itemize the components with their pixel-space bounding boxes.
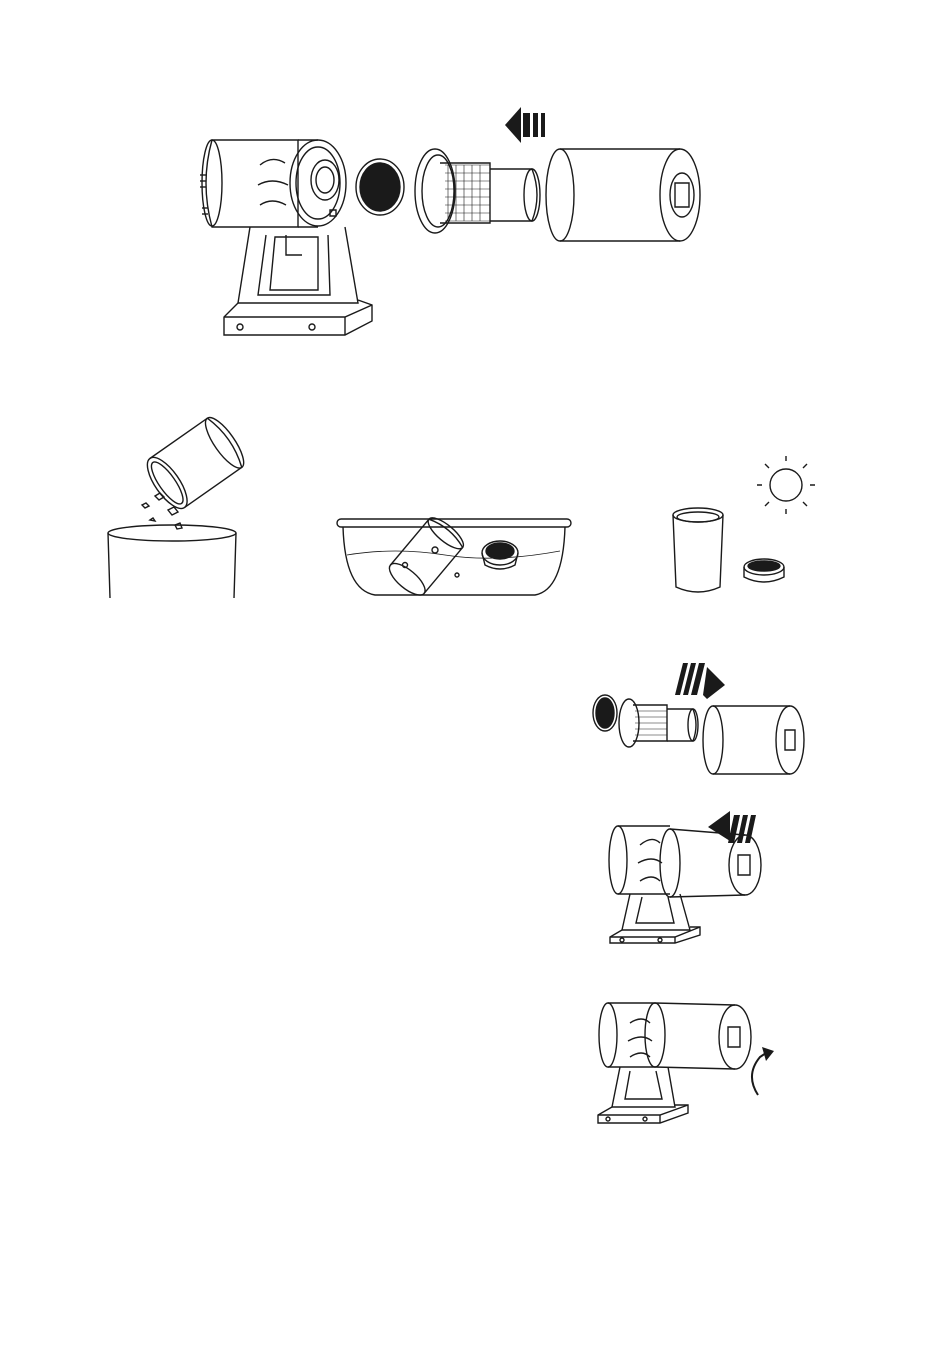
mesh-filter bbox=[415, 149, 540, 233]
dry-figure bbox=[660, 455, 820, 600]
sun-icon bbox=[757, 456, 815, 514]
rotate-arrow-icon bbox=[752, 1047, 774, 1095]
submerged-filter bbox=[482, 541, 518, 569]
dust-particles bbox=[142, 493, 182, 529]
drying-filter bbox=[744, 559, 784, 582]
lock-bin-figure bbox=[590, 995, 790, 1140]
pre-filter bbox=[356, 159, 404, 215]
empty-bin-figure bbox=[100, 400, 260, 600]
attach-bin-figure bbox=[600, 805, 780, 965]
arrow-left-icon bbox=[505, 107, 545, 143]
arrow-right-icon bbox=[675, 663, 725, 699]
submerged-bin bbox=[385, 513, 468, 600]
dust-bin bbox=[546, 149, 700, 241]
reassemble-parts-figure bbox=[585, 655, 815, 785]
drying-bin bbox=[673, 508, 723, 592]
disassembly-figure bbox=[190, 95, 720, 355]
vacuum-body bbox=[200, 140, 372, 335]
trash-can bbox=[108, 525, 236, 598]
tilted-bin bbox=[140, 412, 250, 514]
wash-figure bbox=[335, 505, 575, 600]
arrow-left-icon bbox=[708, 811, 756, 843]
